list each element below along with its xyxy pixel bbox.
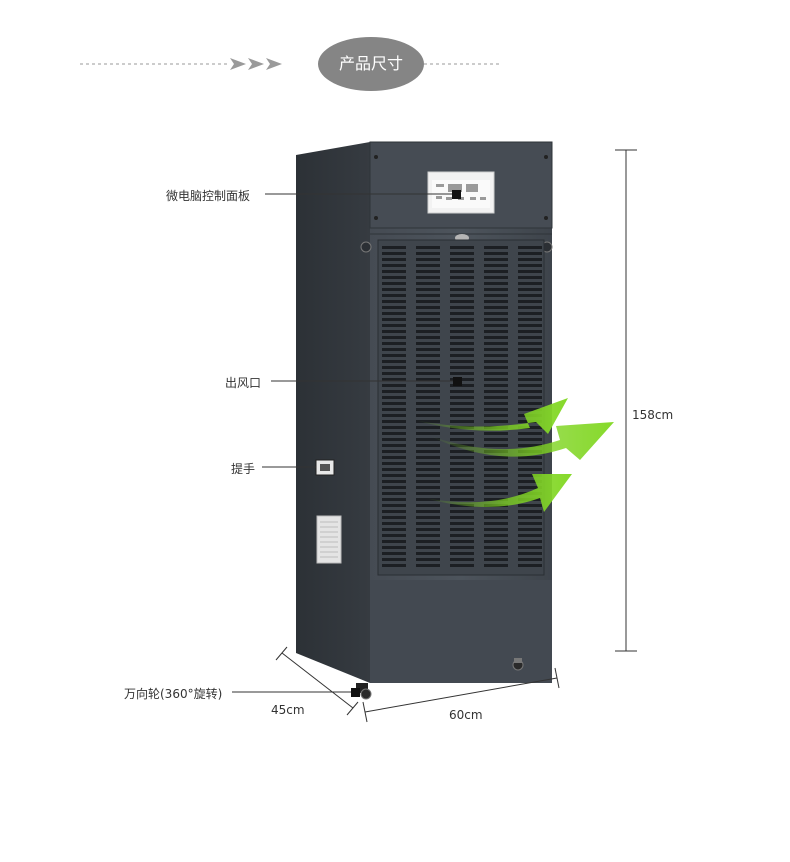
label-casters: 万向轮(360°旋转) — [124, 687, 223, 701]
label-air-outlet: 出风口 — [225, 376, 262, 390]
callout-marker-air-outlet — [453, 377, 462, 386]
dimension-height: 158cm — [632, 408, 674, 422]
label-control-panel: 微电脑控制面板 — [166, 189, 251, 203]
airflow-arrows-icon — [415, 398, 614, 512]
callout-marker-casters — [351, 688, 360, 697]
unit-side-panel — [296, 142, 370, 683]
side-vent-icon — [316, 515, 342, 564]
callout-marker-control-panel — [452, 190, 461, 199]
section-title: 产品尺寸 — [318, 37, 424, 91]
label-handle: 提手 — [231, 462, 256, 476]
dimension-width: 60cm — [449, 708, 483, 722]
grille-slots — [382, 246, 542, 567]
caster-wheels — [356, 658, 524, 700]
dimension-depth: 45cm — [271, 703, 305, 717]
